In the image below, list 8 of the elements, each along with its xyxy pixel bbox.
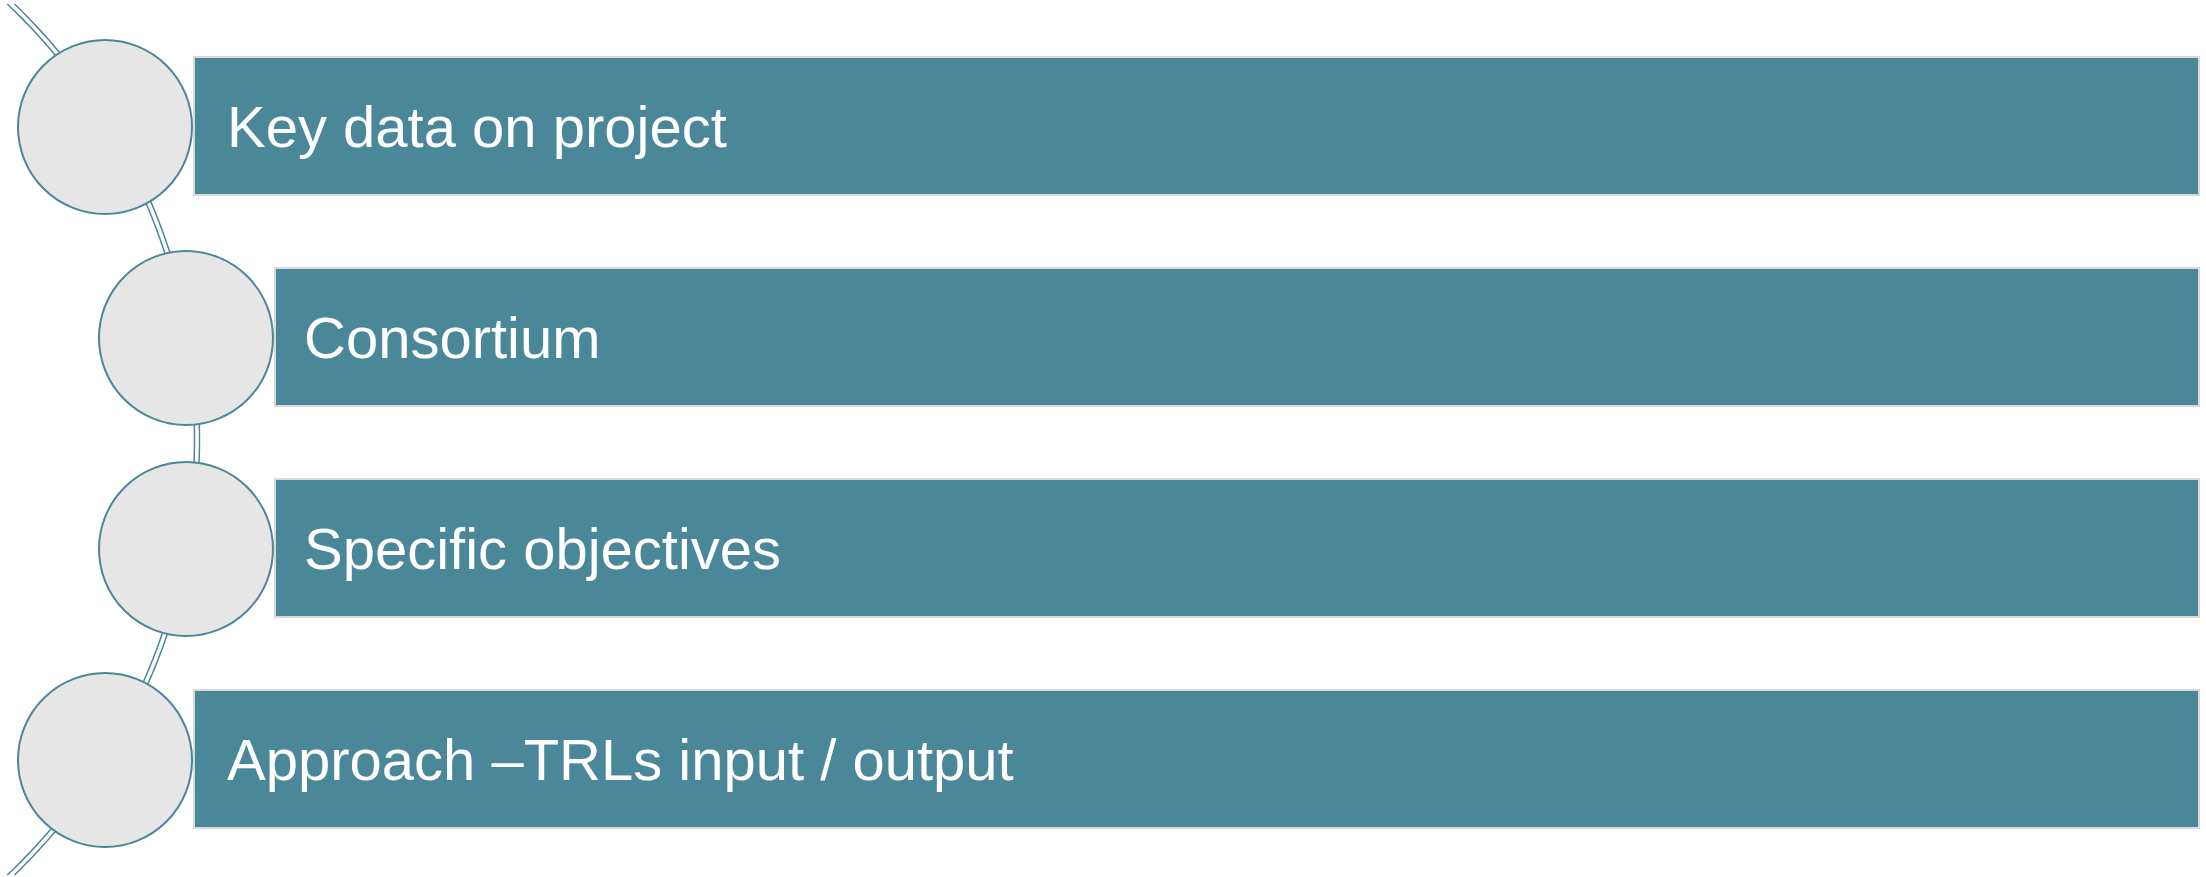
list-item-text: Consortium <box>304 303 601 371</box>
list-bar <box>274 478 2200 618</box>
list-item-text: Approach –TRLs input / output <box>227 725 1014 793</box>
list-item-text: Key data on project <box>227 92 727 160</box>
list-item-text: Specific objectives <box>304 514 782 582</box>
list-bar <box>274 267 2200 407</box>
list-bar <box>193 56 2200 196</box>
list-bar <box>193 689 2200 829</box>
